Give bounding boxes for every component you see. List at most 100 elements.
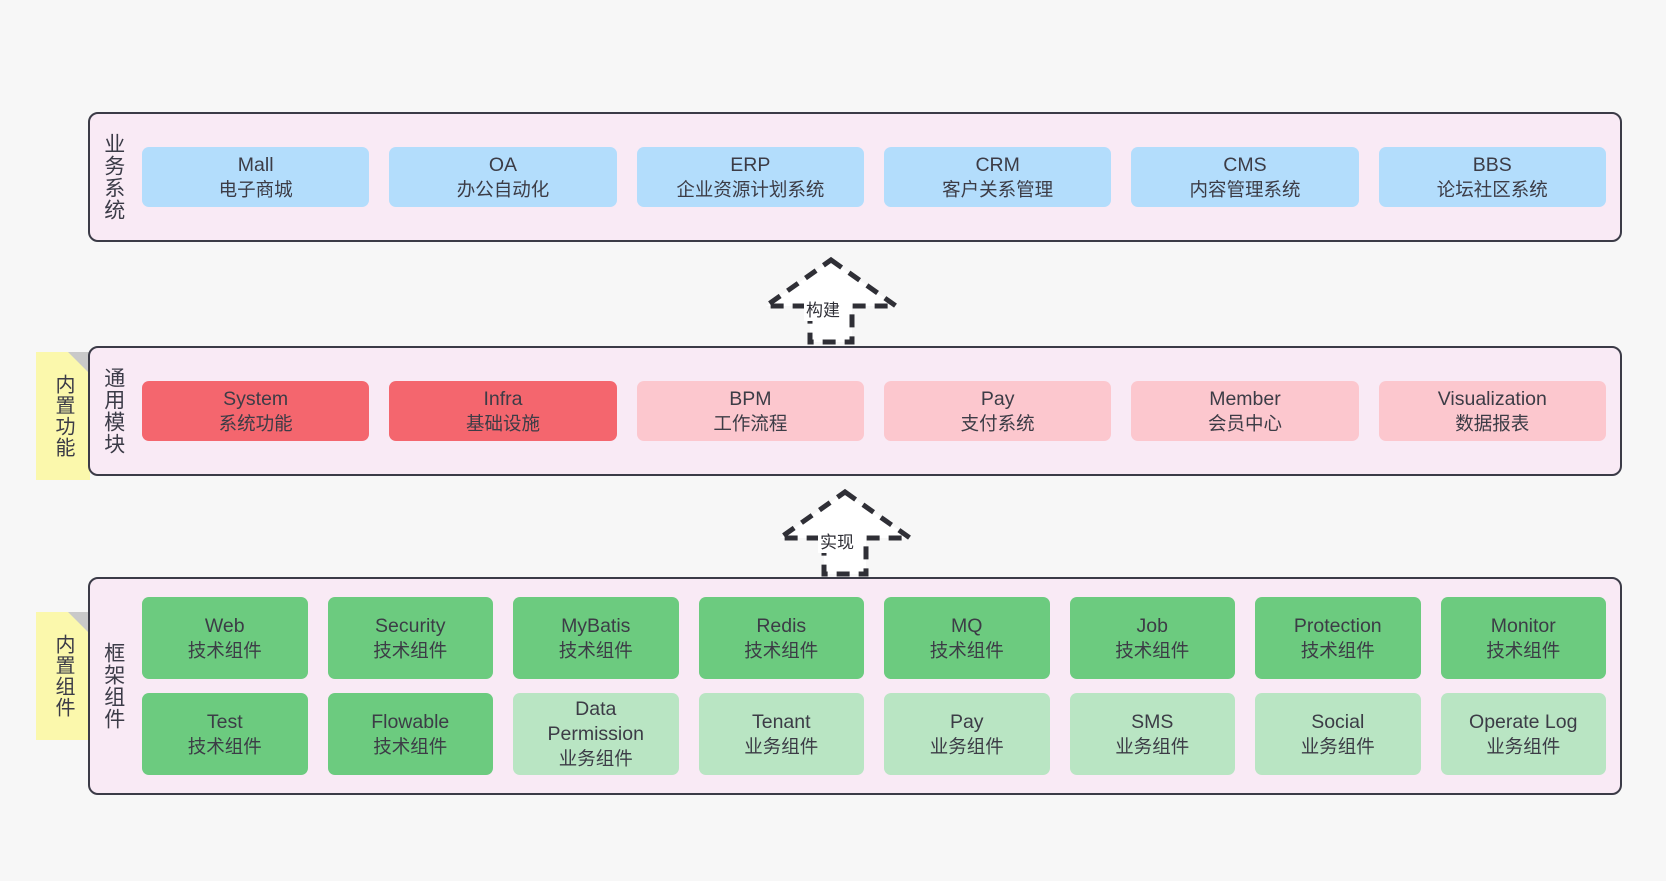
note-fold-corner-icon: [68, 352, 90, 374]
node-system[interactable]: System 系统功能: [142, 380, 370, 442]
node-crm-cn: 客户关系管理: [942, 178, 1054, 200]
node-bpm[interactable]: BPM 工作流程: [636, 380, 864, 442]
node-security-cn: 技术组件: [373, 639, 448, 661]
node-mall[interactable]: Mall 电子商城: [142, 146, 370, 208]
node-sms[interactable]: SMS 业务组件: [1069, 693, 1235, 775]
node-bpm-en: BPM: [729, 387, 772, 410]
build-arrow: 构建: [756, 256, 906, 345]
node-tenant-en: Tenant: [751, 710, 811, 733]
node-flowable[interactable]: Flowable 技术组件: [327, 693, 493, 775]
node-flowable-en: Flowable: [371, 710, 450, 733]
node-tenant[interactable]: Tenant 业务组件: [698, 693, 864, 775]
node-web[interactable]: Web 技术组件: [142, 597, 308, 679]
node-monitor[interactable]: Monitor 技术组件: [1440, 597, 1606, 679]
node-pay-module-cn: 支付系统: [960, 412, 1035, 434]
node-redis[interactable]: Redis 技术组件: [698, 597, 864, 679]
node-bbs-en: BBS: [1472, 153, 1512, 176]
node-social-en: Social: [1311, 710, 1365, 733]
node-oa-cn: 办公自动化: [456, 178, 550, 200]
layer-title-modules: 通用模块: [101, 367, 125, 455]
node-redis-en: Redis: [756, 614, 807, 637]
implement-arrow-label: 实现: [818, 528, 856, 553]
node-erp-cn: 企业资源计划系统: [676, 178, 825, 200]
node-data-permission-cn: 业务组件: [558, 748, 633, 770]
node-bbs[interactable]: BBS 论坛社区系统: [1378, 146, 1606, 208]
node-visualization[interactable]: Visualization 数据报表: [1378, 380, 1606, 442]
node-web-en: Web: [204, 614, 245, 637]
layer-business-systems: 业务系统 Mall 电子商城 OA 办公自动化 ERP 企业资源计划系统 CRM…: [88, 112, 1622, 242]
node-social[interactable]: Social 业务组件: [1255, 693, 1421, 775]
node-mall-en: Mall: [237, 153, 274, 176]
node-security-en: Security: [375, 614, 446, 637]
node-flowable-cn: 技术组件: [373, 735, 448, 757]
node-oa-en: OA: [488, 153, 518, 176]
node-system-cn: 系统功能: [218, 412, 293, 434]
node-cms-cn: 内容管理系统: [1189, 178, 1301, 200]
node-protection-cn: 技术组件: [1300, 639, 1375, 661]
node-sms-cn: 业务组件: [1115, 735, 1190, 757]
node-pay-module-en: Pay: [980, 387, 1015, 410]
node-visualization-en: Visualization: [1437, 387, 1547, 410]
node-job-cn: 技术组件: [1115, 639, 1190, 661]
node-oa[interactable]: OA 办公自动化: [389, 146, 617, 208]
note-builtin-features-label: 内置功能: [52, 374, 74, 458]
layer-body-framework: Web 技术组件 Security 技术组件 MyBatis 技术组件 Redi…: [136, 579, 1620, 793]
node-redis-cn: 技术组件: [744, 639, 819, 661]
node-web-cn: 技术组件: [187, 639, 262, 661]
node-member-cn: 会员中心: [1207, 412, 1282, 434]
layer-framework-components: 框架组件 Web 技术组件 Security 技术组件 MyBatis 技术组件…: [88, 577, 1622, 795]
layer-common-modules: 通用模块 System 系统功能 Infra 基础设施 BPM 工作流程 Pay…: [88, 346, 1622, 476]
node-pay-module[interactable]: Pay 支付系统: [883, 380, 1112, 442]
node-crm[interactable]: CRM 客户关系管理: [883, 146, 1112, 208]
node-operate-log-cn: 业务组件: [1486, 735, 1561, 757]
node-crm-en: CRM: [975, 153, 1020, 176]
layer-title-framework: 框架组件: [101, 642, 125, 730]
node-job-en: Job: [1136, 614, 1168, 637]
node-mq-en: MQ: [951, 614, 983, 637]
framework-biz-row: Test 技术组件 Flowable 技术组件 Data Permission …: [142, 693, 1606, 775]
node-data-permission-en: Data Permission: [547, 698, 644, 746]
node-security[interactable]: Security 技术组件: [327, 597, 493, 679]
node-mq[interactable]: MQ 技术组件: [884, 597, 1050, 679]
node-mall-cn: 电子商城: [218, 178, 293, 200]
node-bpm-cn: 工作流程: [713, 412, 788, 434]
node-protection[interactable]: Protection 技术组件: [1255, 597, 1421, 679]
node-tenant-cn: 业务组件: [744, 735, 819, 757]
layer-body-business: Mall 电子商城 OA 办公自动化 ERP 企业资源计划系统 CRM 客户关系…: [136, 114, 1620, 240]
node-pay-component-en: Pay: [949, 710, 984, 733]
note-fold-corner-icon: [68, 612, 90, 634]
node-operate-log[interactable]: Operate Log 业务组件: [1440, 693, 1606, 775]
node-infra[interactable]: Infra 基础设施: [389, 380, 617, 442]
node-mq-cn: 技术组件: [929, 639, 1004, 661]
node-job[interactable]: Job 技术组件: [1069, 597, 1235, 679]
node-test[interactable]: Test 技术组件: [142, 693, 308, 775]
node-protection-en: Protection: [1293, 614, 1382, 637]
node-cms[interactable]: CMS 内容管理系统: [1131, 146, 1359, 208]
implement-arrow: 实现: [770, 488, 920, 577]
node-data-permission[interactable]: Data Permission 业务组件: [513, 693, 679, 775]
node-cms-en: CMS: [1223, 153, 1267, 176]
node-pay-component[interactable]: Pay 业务组件: [884, 693, 1050, 775]
node-system-en: System: [223, 387, 289, 410]
node-mybatis[interactable]: MyBatis 技术组件: [513, 597, 679, 679]
node-visualization-cn: 数据报表: [1455, 412, 1530, 434]
business-row: Mall 电子商城 OA 办公自动化 ERP 企业资源计划系统 CRM 客户关系…: [142, 146, 1606, 208]
node-monitor-en: Monitor: [1490, 614, 1556, 637]
node-infra-en: Infra: [483, 387, 523, 410]
layer-body-modules: System 系统功能 Infra 基础设施 BPM 工作流程 Pay 支付系统…: [136, 348, 1620, 474]
modules-row: System 系统功能 Infra 基础设施 BPM 工作流程 Pay 支付系统…: [142, 380, 1606, 442]
node-pay-component-cn: 业务组件: [929, 735, 1004, 757]
node-bbs-cn: 论坛社区系统: [1436, 178, 1548, 200]
node-member-en: Member: [1209, 387, 1281, 410]
node-monitor-cn: 技术组件: [1486, 639, 1561, 661]
node-erp[interactable]: ERP 企业资源计划系统: [636, 146, 864, 208]
node-mybatis-cn: 技术组件: [558, 639, 633, 661]
node-sms-en: SMS: [1131, 710, 1174, 733]
node-test-cn: 技术组件: [187, 735, 262, 757]
note-builtin-features: 内置功能: [36, 352, 90, 480]
note-builtin-components-label: 内置组件: [52, 634, 74, 718]
node-test-en: Test: [206, 710, 243, 733]
node-mybatis-en: MyBatis: [561, 614, 631, 637]
node-member[interactable]: Member 会员中心: [1131, 380, 1359, 442]
node-social-cn: 业务组件: [1300, 735, 1375, 757]
